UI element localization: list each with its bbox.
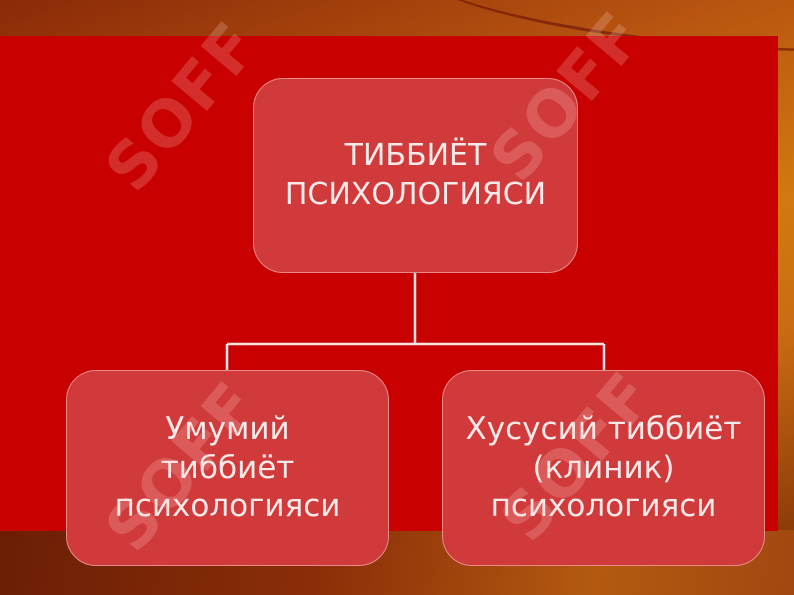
- child-node-special: Хусусий тиббиёт (клиник) психологияси: [442, 370, 765, 566]
- root-node: ТИББИЁТ ПСИХОЛОГИЯСИ: [253, 78, 578, 273]
- child-node-general-label: Умумий тиббиёт психологияси: [114, 410, 341, 525]
- child-node-special-label: Хусусий тиббиёт (клиник) психологияси: [465, 410, 742, 525]
- child-node-general: Умумий тиббиёт психологияси: [66, 370, 389, 566]
- root-node-label: ТИББИЁТ ПСИХОЛОГИЯСИ: [284, 138, 547, 212]
